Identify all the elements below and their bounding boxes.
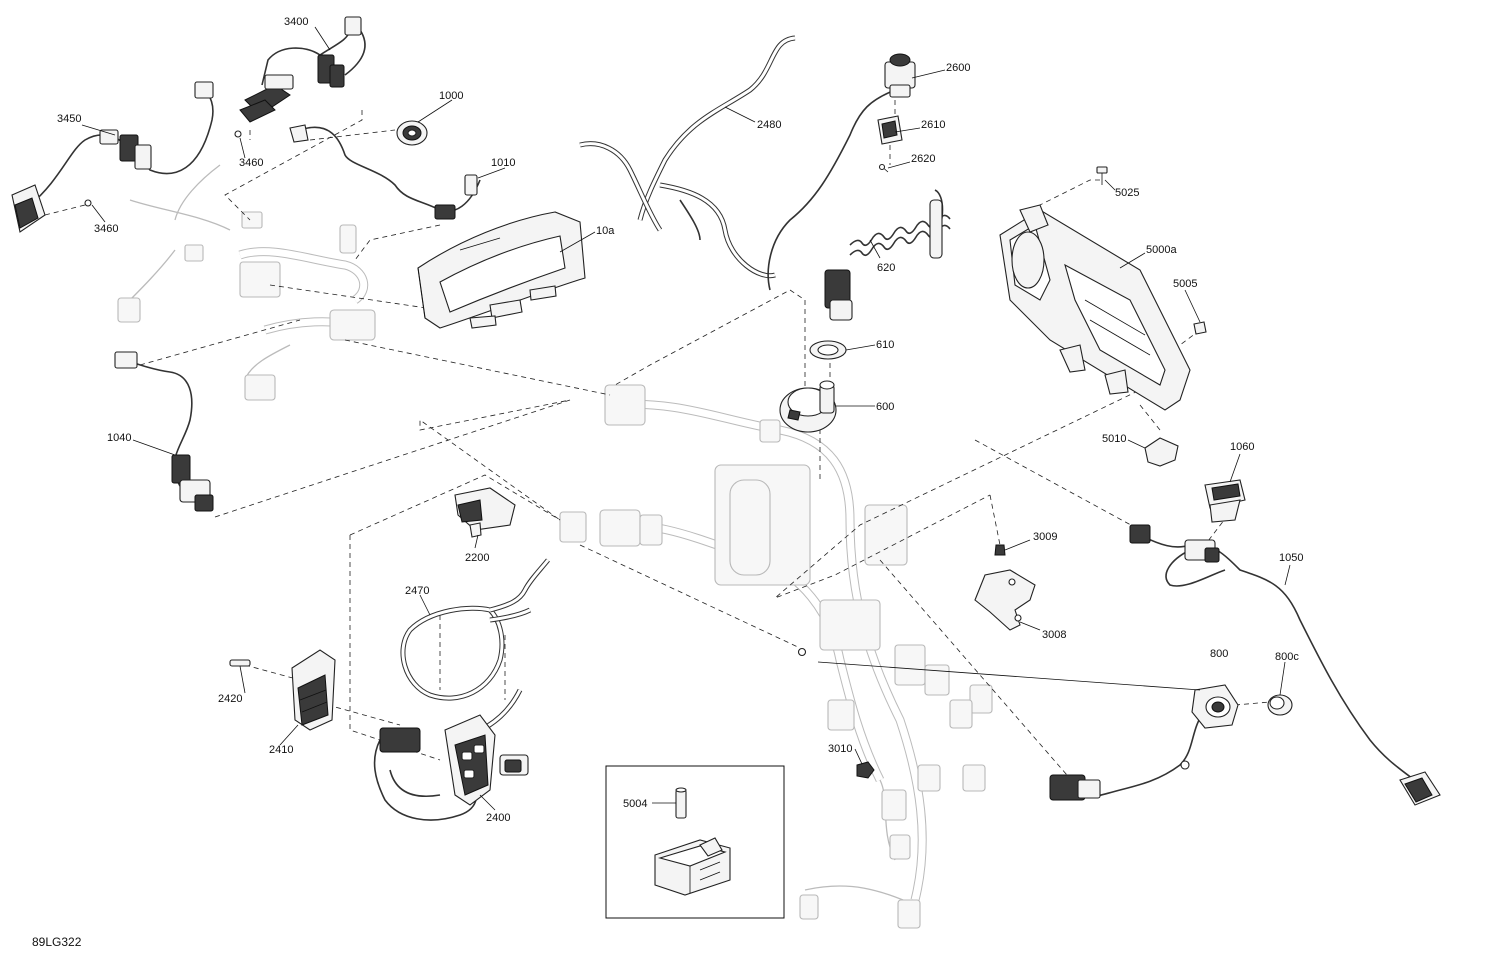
switch-1060 xyxy=(1204,479,1246,523)
screw-3009 xyxy=(994,544,1006,556)
callout-1040: 1040 xyxy=(107,432,131,444)
coil-cord-620 xyxy=(824,189,951,321)
diagram-reference-code: 89LG322 xyxy=(32,935,82,949)
callout-1010: 1010 xyxy=(491,157,515,169)
control-module-5000a xyxy=(999,204,1191,411)
callout-3400: 3400 xyxy=(284,16,308,28)
bracket-5010 xyxy=(1144,437,1179,467)
callout-3460-upper: 3460 xyxy=(239,157,263,169)
callout-5000a: 5000a xyxy=(1146,244,1177,256)
callout-2470: 2470 xyxy=(405,585,429,597)
cap-800c xyxy=(1267,694,1293,716)
callout-2480: 2480 xyxy=(757,119,781,131)
pin-2620 xyxy=(878,163,889,173)
callout-5010: 5010 xyxy=(1102,433,1126,445)
callout-labels: 3400 3450 3460 3460 1000 1010 10a 1040 2… xyxy=(32,16,1303,949)
ring-610 xyxy=(809,340,847,360)
callout-2610: 2610 xyxy=(921,119,945,131)
switch-800 xyxy=(1049,684,1239,801)
callout-3009: 3009 xyxy=(1033,531,1057,543)
callout-1000: 1000 xyxy=(439,90,463,102)
inset-detail-box xyxy=(605,765,785,919)
switch-harness-3450 xyxy=(11,81,242,233)
callout-3460-lower: 3460 xyxy=(94,223,118,235)
upper-left-harness-ghost xyxy=(117,164,376,401)
callout-3450: 3450 xyxy=(57,113,81,125)
screw-2420 xyxy=(229,659,251,667)
harness-1010 xyxy=(289,124,481,220)
cable-2470 xyxy=(400,558,550,701)
callout-610: 610 xyxy=(876,339,894,351)
harness-1040 xyxy=(114,351,214,512)
connector-2600 xyxy=(884,53,916,98)
callout-5005: 5005 xyxy=(1173,278,1197,290)
socket-600 xyxy=(779,380,837,433)
bolt-5025 xyxy=(1096,166,1108,185)
callout-2200: 2200 xyxy=(465,552,489,564)
assembly-lines xyxy=(44,100,1271,835)
callout-2620: 2620 xyxy=(911,153,935,165)
callout-3008: 3008 xyxy=(1042,629,1066,641)
instrument-cluster-10a xyxy=(417,211,586,329)
callout-1060: 1060 xyxy=(1230,441,1254,453)
sensor-2200 xyxy=(454,487,516,538)
callout-1050: 1050 xyxy=(1279,552,1303,564)
nut-5005 xyxy=(1193,321,1207,335)
bracket-3008 xyxy=(974,569,1036,631)
harness-1050 xyxy=(1129,524,1441,806)
callout-2420: 2420 xyxy=(218,693,242,705)
callout-800: 800 xyxy=(1210,648,1228,660)
callout-2410: 2410 xyxy=(269,744,293,756)
nut-3010 xyxy=(856,761,875,779)
housing-2410 xyxy=(291,649,336,731)
callout-620: 620 xyxy=(877,262,895,274)
ignition-switch-1000 xyxy=(396,120,428,146)
callout-5025: 5025 xyxy=(1115,187,1139,199)
callout-5004: 5004 xyxy=(623,798,647,810)
callout-800c: 800c xyxy=(1275,651,1299,663)
callout-2600: 2600 xyxy=(946,62,970,74)
callout-10a: 10a xyxy=(596,225,615,237)
callout-leaders xyxy=(81,26,1291,811)
callout-3010: 3010 xyxy=(828,743,852,755)
cable-2480 xyxy=(579,35,896,291)
callout-2400: 2400 xyxy=(486,812,510,824)
control-assembly-2400 xyxy=(373,688,529,821)
ref-marker xyxy=(797,647,807,657)
main-harness-ghost xyxy=(559,384,993,929)
switch-harness-3400 xyxy=(239,16,366,123)
callout-600: 600 xyxy=(876,401,894,413)
clip-2610 xyxy=(877,115,903,145)
